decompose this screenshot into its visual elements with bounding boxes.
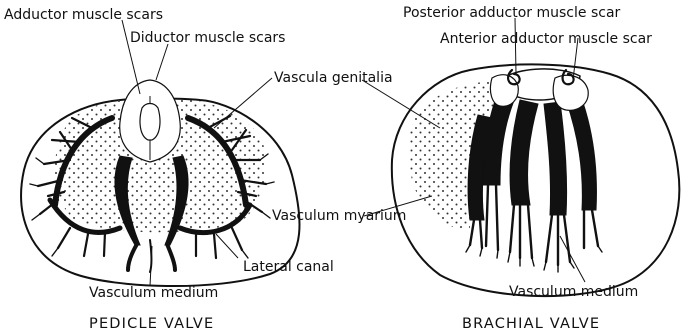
- label-adductor-muscle-scars: Adductor muscle scars: [4, 7, 163, 23]
- pedicle-adductor-scars: [140, 104, 160, 141]
- brachial-anterior-adductor-scar: [553, 75, 588, 110]
- pedicle-valve-drawing: [21, 80, 299, 286]
- label-posterior-adductor-muscle-scar: Posterior adductor muscle scar: [403, 5, 621, 21]
- label-brachial-vasculum-medium: Vasculum medium: [509, 284, 638, 300]
- label-anterior-adductor-muscle-scar: Anterior adductor muscle scar: [440, 31, 652, 47]
- label-diductor-muscle-scars: Diductor muscle scars: [130, 30, 285, 46]
- caption-brachial-valve: BRACHIAL VALVE: [462, 316, 600, 332]
- caption-pedicle-valve: PEDICLE VALVE: [89, 316, 214, 332]
- label-lateral-canal: Lateral canal: [243, 259, 334, 275]
- label-vascula-genitalia: Vascula genitalia: [274, 70, 393, 86]
- brachial-valve-drawing: [392, 64, 680, 296]
- label-pedicle-vasculum-medium: Vasculum medium: [89, 285, 218, 301]
- label-vasculum-myarium: Vasculum myarium: [272, 208, 406, 224]
